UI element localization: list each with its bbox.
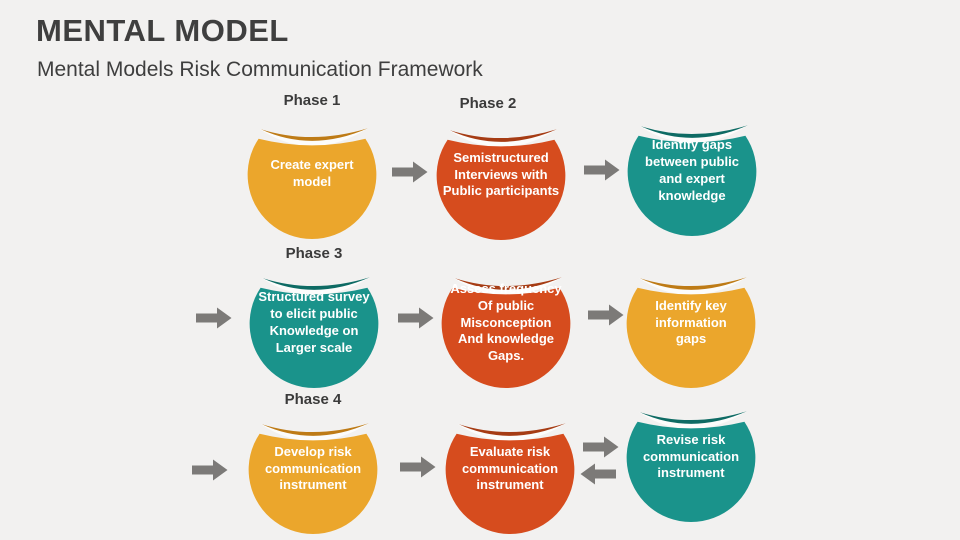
page-subtitle: Mental Models Risk Communication Framewo… xyxy=(37,58,483,81)
node-semistructured-interviews: Semistructured Interviews with Public pa… xyxy=(430,98,572,242)
node-assess-frequency: Assess frequency Of public Misconception… xyxy=(435,246,577,390)
node-label: Identify gaps between public and expert … xyxy=(645,137,739,203)
arrow-right-icon xyxy=(400,456,436,478)
node-develop-risk-instrument: Develop risk communication instrument xyxy=(242,392,384,536)
node-label: Semistructured Interviews with Public pa… xyxy=(442,149,560,199)
arrow-right-icon xyxy=(588,304,624,326)
arrow-right-icon xyxy=(196,307,232,329)
phase-label-2: Phase 2 xyxy=(459,95,517,112)
arrow-right-icon xyxy=(584,159,620,181)
node-create-expert-model: Create expert model xyxy=(241,97,383,241)
node-identify-gaps: Identify gaps between public and expert … xyxy=(621,94,763,238)
node-label: Evaluate risk communication instrument xyxy=(461,443,559,493)
phase-circle-shape xyxy=(626,277,756,389)
phase-circle-shape xyxy=(627,125,757,237)
phase-label-1: Phase 1 xyxy=(283,92,341,109)
node-identify-key-information-gaps: Identify key information gaps xyxy=(620,246,762,390)
node-label: Create expert model xyxy=(270,157,354,189)
page-title: MENTAL MODEL xyxy=(36,13,289,48)
node-label: Identify key information gaps xyxy=(655,297,727,347)
phase-circle-shape xyxy=(247,128,377,240)
node-label: Structured survey to elicit public Knowl… xyxy=(258,289,370,355)
node-label: Revise risk communication instrument xyxy=(642,431,740,481)
arrow-left-icon xyxy=(580,463,616,485)
arrow-right-icon xyxy=(583,436,619,458)
node-revise-risk-instrument: Revise risk communication instrument xyxy=(620,380,762,524)
node-evaluate-risk-instrument: Evaluate risk communication instrument xyxy=(439,392,581,536)
node-label: Develop risk communication instrument xyxy=(264,443,362,493)
phase-circle-shape xyxy=(441,277,571,389)
arrow-right-icon xyxy=(392,161,428,183)
phase-label-3: Phase 3 xyxy=(285,245,343,262)
node-label: Assess frequency Of public Misconception… xyxy=(450,280,562,364)
phase-circle-shape xyxy=(248,423,378,535)
phase-circle-shape xyxy=(626,411,756,523)
arrow-right-icon xyxy=(398,307,434,329)
phase-circle-shape xyxy=(249,277,379,389)
phase-circle-shape xyxy=(436,129,566,241)
node-structured-survey: Structured survey to elicit public Knowl… xyxy=(243,246,385,390)
phase-label-4: Phase 4 xyxy=(284,391,342,408)
arrow-right-icon xyxy=(192,459,228,481)
phase-circle-shape xyxy=(445,423,575,535)
